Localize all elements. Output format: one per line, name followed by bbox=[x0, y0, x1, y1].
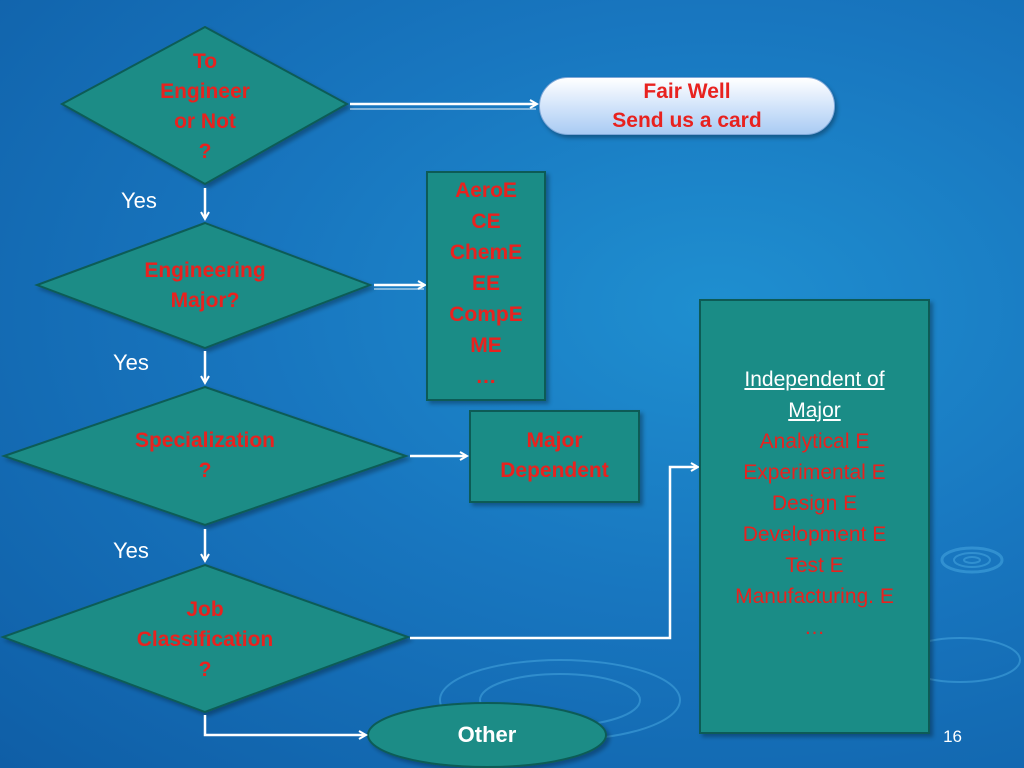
page-number: 16 bbox=[943, 727, 962, 746]
independent-item: Test E bbox=[785, 554, 844, 577]
independent-item: Experimental E bbox=[743, 461, 886, 484]
independent-item: Manufacturing. E bbox=[735, 585, 894, 608]
major-dependent-line-2: Dependent bbox=[500, 459, 609, 482]
other-text: Other bbox=[457, 722, 517, 747]
decision-engineering-major bbox=[34, 221, 373, 350]
independent-item: Design E bbox=[771, 492, 858, 515]
engineer-line-2: Engineer bbox=[160, 80, 250, 103]
major-item: AeroE bbox=[455, 179, 517, 202]
yes-label-3: Yes bbox=[113, 538, 149, 563]
arrow-to-other bbox=[203, 715, 365, 735]
major-item: ME bbox=[470, 334, 502, 357]
majors-list-label: AeroE CE ChemE EE CompE ME … bbox=[426, 175, 546, 392]
yes-label-1: Yes bbox=[121, 188, 157, 213]
decision-engineer-or-not bbox=[59, 25, 350, 186]
major-dependent-line-1: Major bbox=[526, 429, 583, 452]
decision-specialization bbox=[0, 385, 410, 527]
major-line-1: Engineering bbox=[144, 259, 266, 282]
yes-label-2: Yes bbox=[113, 350, 149, 375]
major-dependent-box bbox=[469, 410, 640, 503]
job-line-2: Classification bbox=[136, 628, 274, 651]
job-line-1: Job bbox=[186, 598, 224, 621]
independent-label: Independent of Major Analytical E Experi… bbox=[699, 364, 930, 643]
independent-item: Development E bbox=[742, 523, 887, 546]
major-line-2: Major? bbox=[170, 289, 240, 312]
farewell-label: Fair Well Send us a card bbox=[539, 77, 835, 135]
majors-list-box bbox=[426, 171, 546, 401]
independent-item: … bbox=[804, 616, 825, 639]
major-item: … bbox=[475, 365, 497, 388]
independent-item: Analytical E bbox=[759, 430, 870, 453]
major-item: CE bbox=[471, 210, 501, 233]
farewell-box bbox=[539, 77, 835, 135]
other-label: Other bbox=[368, 720, 606, 750]
major-decision-label: Engineering Major? bbox=[105, 256, 305, 316]
major-dependent-label: Major Dependent bbox=[469, 426, 640, 486]
major-item: CompE bbox=[449, 303, 523, 326]
specialization-line-1: Specialization bbox=[134, 429, 276, 452]
engineer-decision-label: To Engineer or Not ? bbox=[130, 47, 280, 167]
connector-arrows bbox=[205, 104, 697, 735]
major-item: EE bbox=[471, 272, 500, 295]
independent-heading-2: Major bbox=[788, 399, 841, 422]
job-line-3: ? bbox=[198, 658, 212, 681]
independent-heading-1: Independent of bbox=[744, 368, 885, 391]
farewell-line-2: Send us a card bbox=[612, 109, 762, 132]
farewell-line-1: Fair Well bbox=[643, 80, 731, 103]
independent-box bbox=[699, 299, 930, 734]
specialization-line-2: ? bbox=[198, 459, 212, 482]
engineer-line-4: ? bbox=[198, 140, 212, 163]
major-item: ChemE bbox=[449, 241, 523, 264]
engineer-line-1: To bbox=[192, 50, 218, 73]
engineer-line-3: or Not bbox=[174, 110, 236, 133]
specialization-decision-label: Specialization ? bbox=[95, 426, 315, 486]
decision-job-classification bbox=[0, 563, 411, 714]
terminal-other bbox=[367, 702, 607, 768]
arrow-to-independent bbox=[410, 467, 697, 640]
job-decision-label: Job Classification ? bbox=[95, 595, 315, 685]
